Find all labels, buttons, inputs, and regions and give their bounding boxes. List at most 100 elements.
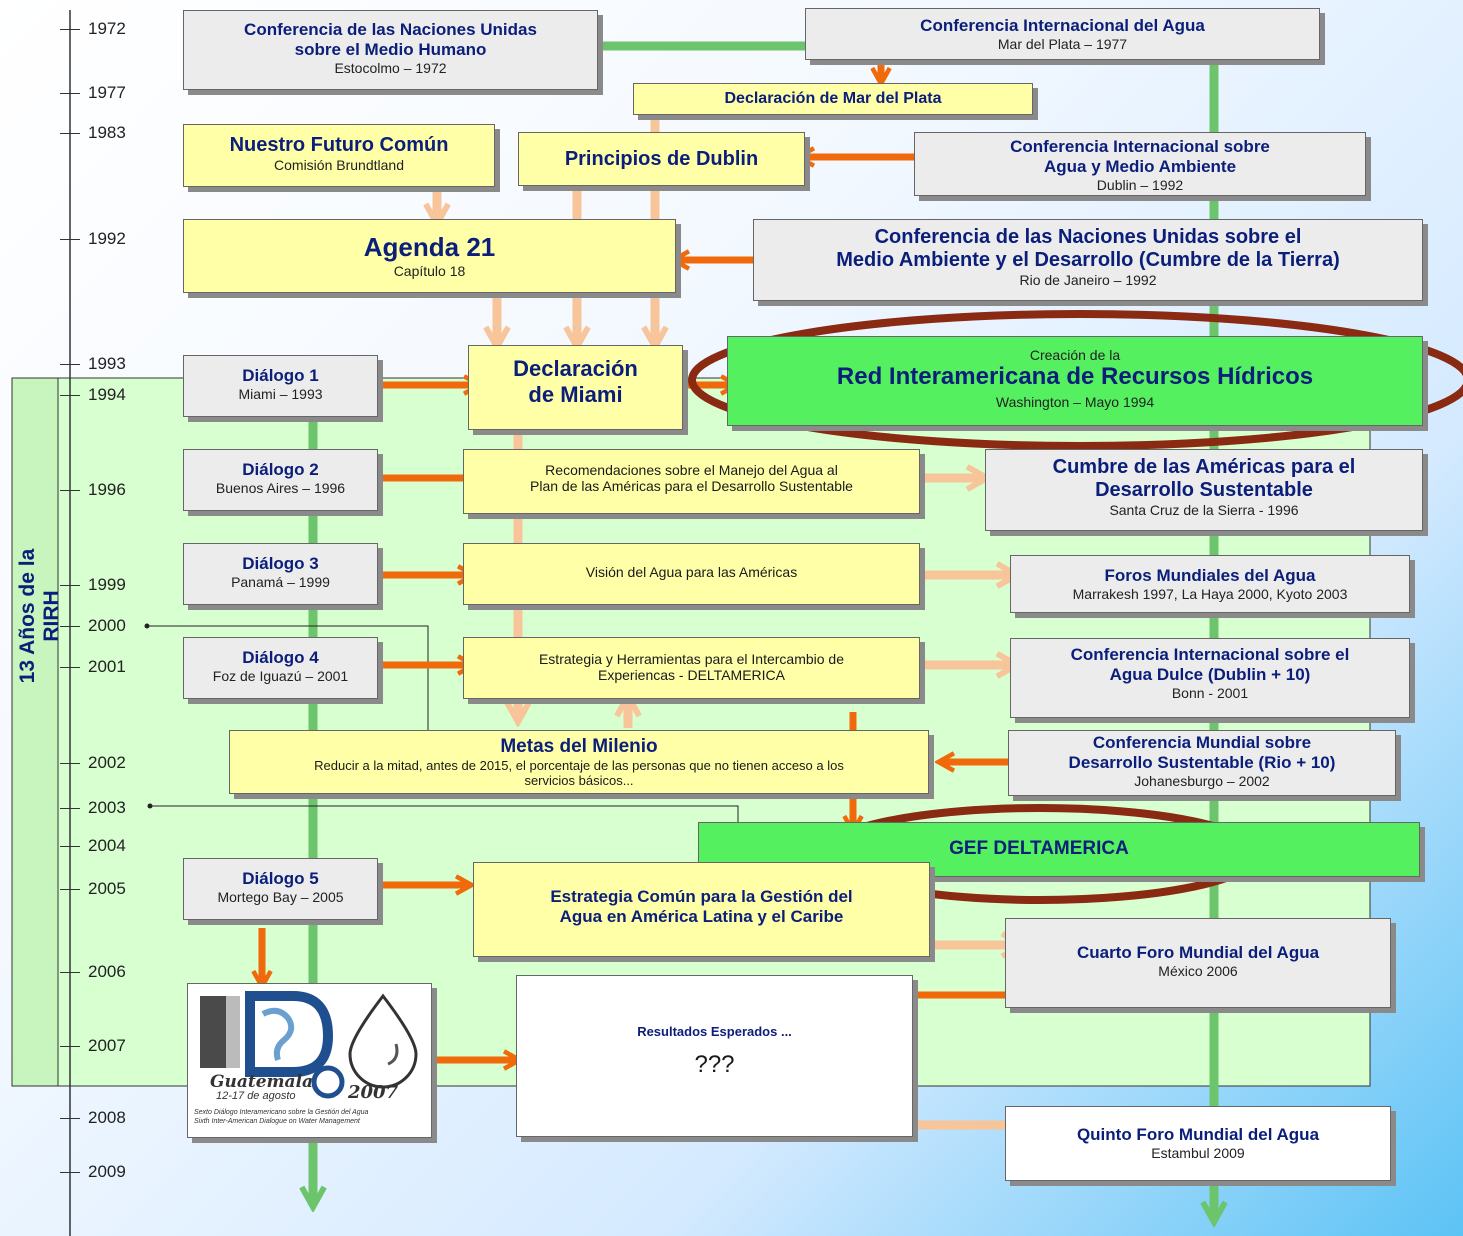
year-label: 2004 bbox=[88, 836, 126, 855]
box-title: Diálogo 3 bbox=[242, 554, 319, 573]
year-label: 1983 bbox=[88, 123, 126, 142]
year-label: 2000 bbox=[88, 616, 126, 635]
box-title: Declaración de Mar del Plata bbox=[724, 90, 942, 107]
timeline-tick bbox=[60, 889, 80, 890]
box-sub: Dublin – 1992 bbox=[1096, 177, 1184, 193]
year-label: 1999 bbox=[88, 575, 126, 594]
box-title: Cumbre de las Américas para el bbox=[1052, 456, 1356, 478]
timeline-tick bbox=[60, 846, 80, 847]
box-title: Estrategia Común para la Gestión del bbox=[550, 887, 853, 906]
sidebar-label: 13 Años de la RIRH bbox=[16, 531, 64, 701]
year-label: 1994 bbox=[88, 385, 126, 404]
box-conf-bonn: Conferencia Internacional sobre el Agua … bbox=[1010, 638, 1410, 718]
box-sub: Comisión Brundtland bbox=[274, 157, 404, 173]
box-nuestro-futuro-comun: Nuestro Futuro Común Comisión Brundtland bbox=[183, 124, 495, 187]
box-dialogo-2: Diálogo 2 Buenos Aires – 1996 bbox=[183, 449, 378, 511]
box-title: GEF DELTAMERICA bbox=[949, 838, 1129, 859]
logo-guatemala-2007: Guatemala 2007 12-17 de agosto Sexto Diá… bbox=[187, 983, 432, 1138]
logo-year: 2007 bbox=[348, 1082, 399, 1103]
box-sub: Panamá – 1999 bbox=[231, 574, 330, 590]
timeline-tick bbox=[60, 1046, 80, 1047]
year-label: 1996 bbox=[88, 480, 126, 499]
timeline-tick bbox=[60, 29, 80, 30]
box-sub: Mar del Plata – 1977 bbox=[997, 36, 1128, 52]
box-sub: Capítulo 18 bbox=[393, 263, 466, 279]
timeline-tick bbox=[60, 626, 80, 627]
box-sub: Johanesburgo – 2002 bbox=[1134, 773, 1270, 789]
timeline-tick bbox=[60, 395, 80, 396]
timeline-tick bbox=[60, 490, 80, 491]
logo-line: Sixth Inter-American Dialogue on Water M… bbox=[194, 1118, 360, 1125]
orange-arrows bbox=[262, 60, 1018, 1060]
box-title: Medio Ambiente y el Desarrollo (Cumbre d… bbox=[836, 249, 1340, 271]
box-dialogo-5: Diálogo 5 Mortego Bay – 2005 bbox=[183, 858, 378, 920]
box-title: Agua y Medio Ambiente bbox=[1043, 157, 1237, 176]
box-title: Agua Dulce (Dublin + 10) bbox=[1109, 665, 1311, 684]
box-line: Plan de las Américas para el Desarrollo … bbox=[530, 478, 853, 494]
box-line: Visión del Agua para las Américas bbox=[585, 564, 798, 580]
box-sub: Miami – 1993 bbox=[238, 386, 323, 402]
logo-graphic bbox=[200, 991, 418, 1099]
box-title: sobre el Medio Humano bbox=[294, 40, 487, 59]
box-title: Conferencia Mundial sobre bbox=[1092, 733, 1312, 752]
year-label: 2002 bbox=[88, 753, 126, 772]
box-title: Conferencia Internacional del Agua bbox=[920, 16, 1205, 35]
year-label: 2008 bbox=[88, 1108, 126, 1127]
box-title: Diálogo 2 bbox=[242, 460, 319, 479]
timeline-tick bbox=[60, 239, 80, 240]
timeline-tick bbox=[60, 364, 80, 365]
box-mark: ??? bbox=[694, 1051, 735, 1078]
box-title: Declaración bbox=[513, 356, 638, 381]
year-label: 1972 bbox=[88, 19, 126, 38]
box-decl-mar-plata: Declaración de Mar del Plata bbox=[633, 83, 1033, 115]
connector-2000 bbox=[147, 625, 429, 752]
logo-line: Sexto Diálogo Interamericano sobre la Ge… bbox=[194, 1109, 369, 1116]
box-line: servicios básicos... bbox=[524, 773, 634, 788]
box-sub: Marrakesh 1997, La Haya 2000, Kyoto 2003 bbox=[1072, 586, 1348, 602]
box-sub: Mortego Bay – 2005 bbox=[217, 889, 344, 905]
box-principios-dublin: Principios de Dublin bbox=[518, 132, 805, 186]
box-red-interamericana: Creación de la Red Interamericana de Rec… bbox=[727, 336, 1423, 426]
box-estrategia-comun: Estrategia Común para la Gestión del Agu… bbox=[473, 862, 930, 957]
year-label: 2005 bbox=[88, 879, 126, 898]
timeline-tick bbox=[60, 133, 80, 134]
box-recomendaciones: Recomendaciones sobre el Manejo del Agua… bbox=[463, 449, 920, 514]
box-title: Desarrollo Sustentable bbox=[1095, 479, 1313, 501]
box-line: Experiencas - DELTAMERICA bbox=[598, 667, 785, 683]
box-title: Resultados Esperados ... bbox=[637, 1024, 792, 1039]
box-dialogo-1: Diálogo 1 Miami – 1993 bbox=[183, 355, 378, 417]
year-label: 2009 bbox=[88, 1162, 126, 1181]
box-title: Red Interamericana de Recursos Hídricos bbox=[836, 363, 1314, 390]
year-label: 1992 bbox=[88, 229, 126, 248]
logo-city: Guatemala bbox=[210, 1072, 314, 1092]
box-title: Conferencia de las Naciones Unidas bbox=[244, 20, 537, 39]
box-cumbre-tierra: Conferencia de las Naciones Unidas sobre… bbox=[753, 219, 1423, 301]
box-title: Nuestro Futuro Común bbox=[229, 134, 449, 156]
box-foros-mundiales: Foros Mundiales del Agua Marrakesh 1997,… bbox=[1010, 555, 1410, 613]
box-conf-johanesburgo: Conferencia Mundial sobre Desarrollo Sus… bbox=[1008, 730, 1396, 796]
box-title: Conferencia de las Naciones Unidas sobre… bbox=[874, 226, 1302, 248]
box-sub: Estambul 2009 bbox=[1151, 1145, 1245, 1161]
year-label: 2007 bbox=[88, 1036, 126, 1055]
box-sub: Santa Cruz de la Sierra - 1996 bbox=[1109, 502, 1299, 518]
box-line: Estrategia y Herramientas para el Interc… bbox=[538, 651, 845, 667]
box-quinto-foro: Quinto Foro Mundial del Agua Estambul 20… bbox=[1005, 1106, 1391, 1181]
box-title: Cuarto Foro Mundial del Agua bbox=[1076, 943, 1320, 962]
box-agenda-21: Agenda 21 Capítulo 18 bbox=[183, 219, 676, 293]
box-sub: Buenos Aires – 1996 bbox=[215, 480, 346, 496]
timeline-tick bbox=[60, 972, 80, 973]
box-title: Principios de Dublin bbox=[564, 148, 759, 170]
box-sub: Rio de Janeiro – 1992 bbox=[1019, 272, 1157, 288]
timeline-tick bbox=[60, 93, 80, 94]
box-line: Reducir a la mitad, antes de 2015, el po… bbox=[314, 758, 844, 773]
timeline-tick bbox=[60, 585, 80, 586]
box-sub: Bonn - 2001 bbox=[1171, 685, 1249, 701]
logo-dates: 12-17 de agosto bbox=[216, 1090, 296, 1102]
timeline-tick bbox=[60, 808, 80, 809]
box-metas-milenio: Metas del Milenio Reducir a la mitad, an… bbox=[229, 730, 929, 794]
sidebar-label-text: 13 Años de la RIRH bbox=[16, 548, 63, 684]
box-conf-internacional-agua: Conferencia Internacional del Agua Mar d… bbox=[805, 8, 1320, 60]
box-title: Diálogo 5 bbox=[242, 869, 319, 888]
year-label: 1993 bbox=[88, 354, 126, 373]
box-sub: Foz de Iguazú – 2001 bbox=[212, 668, 349, 684]
